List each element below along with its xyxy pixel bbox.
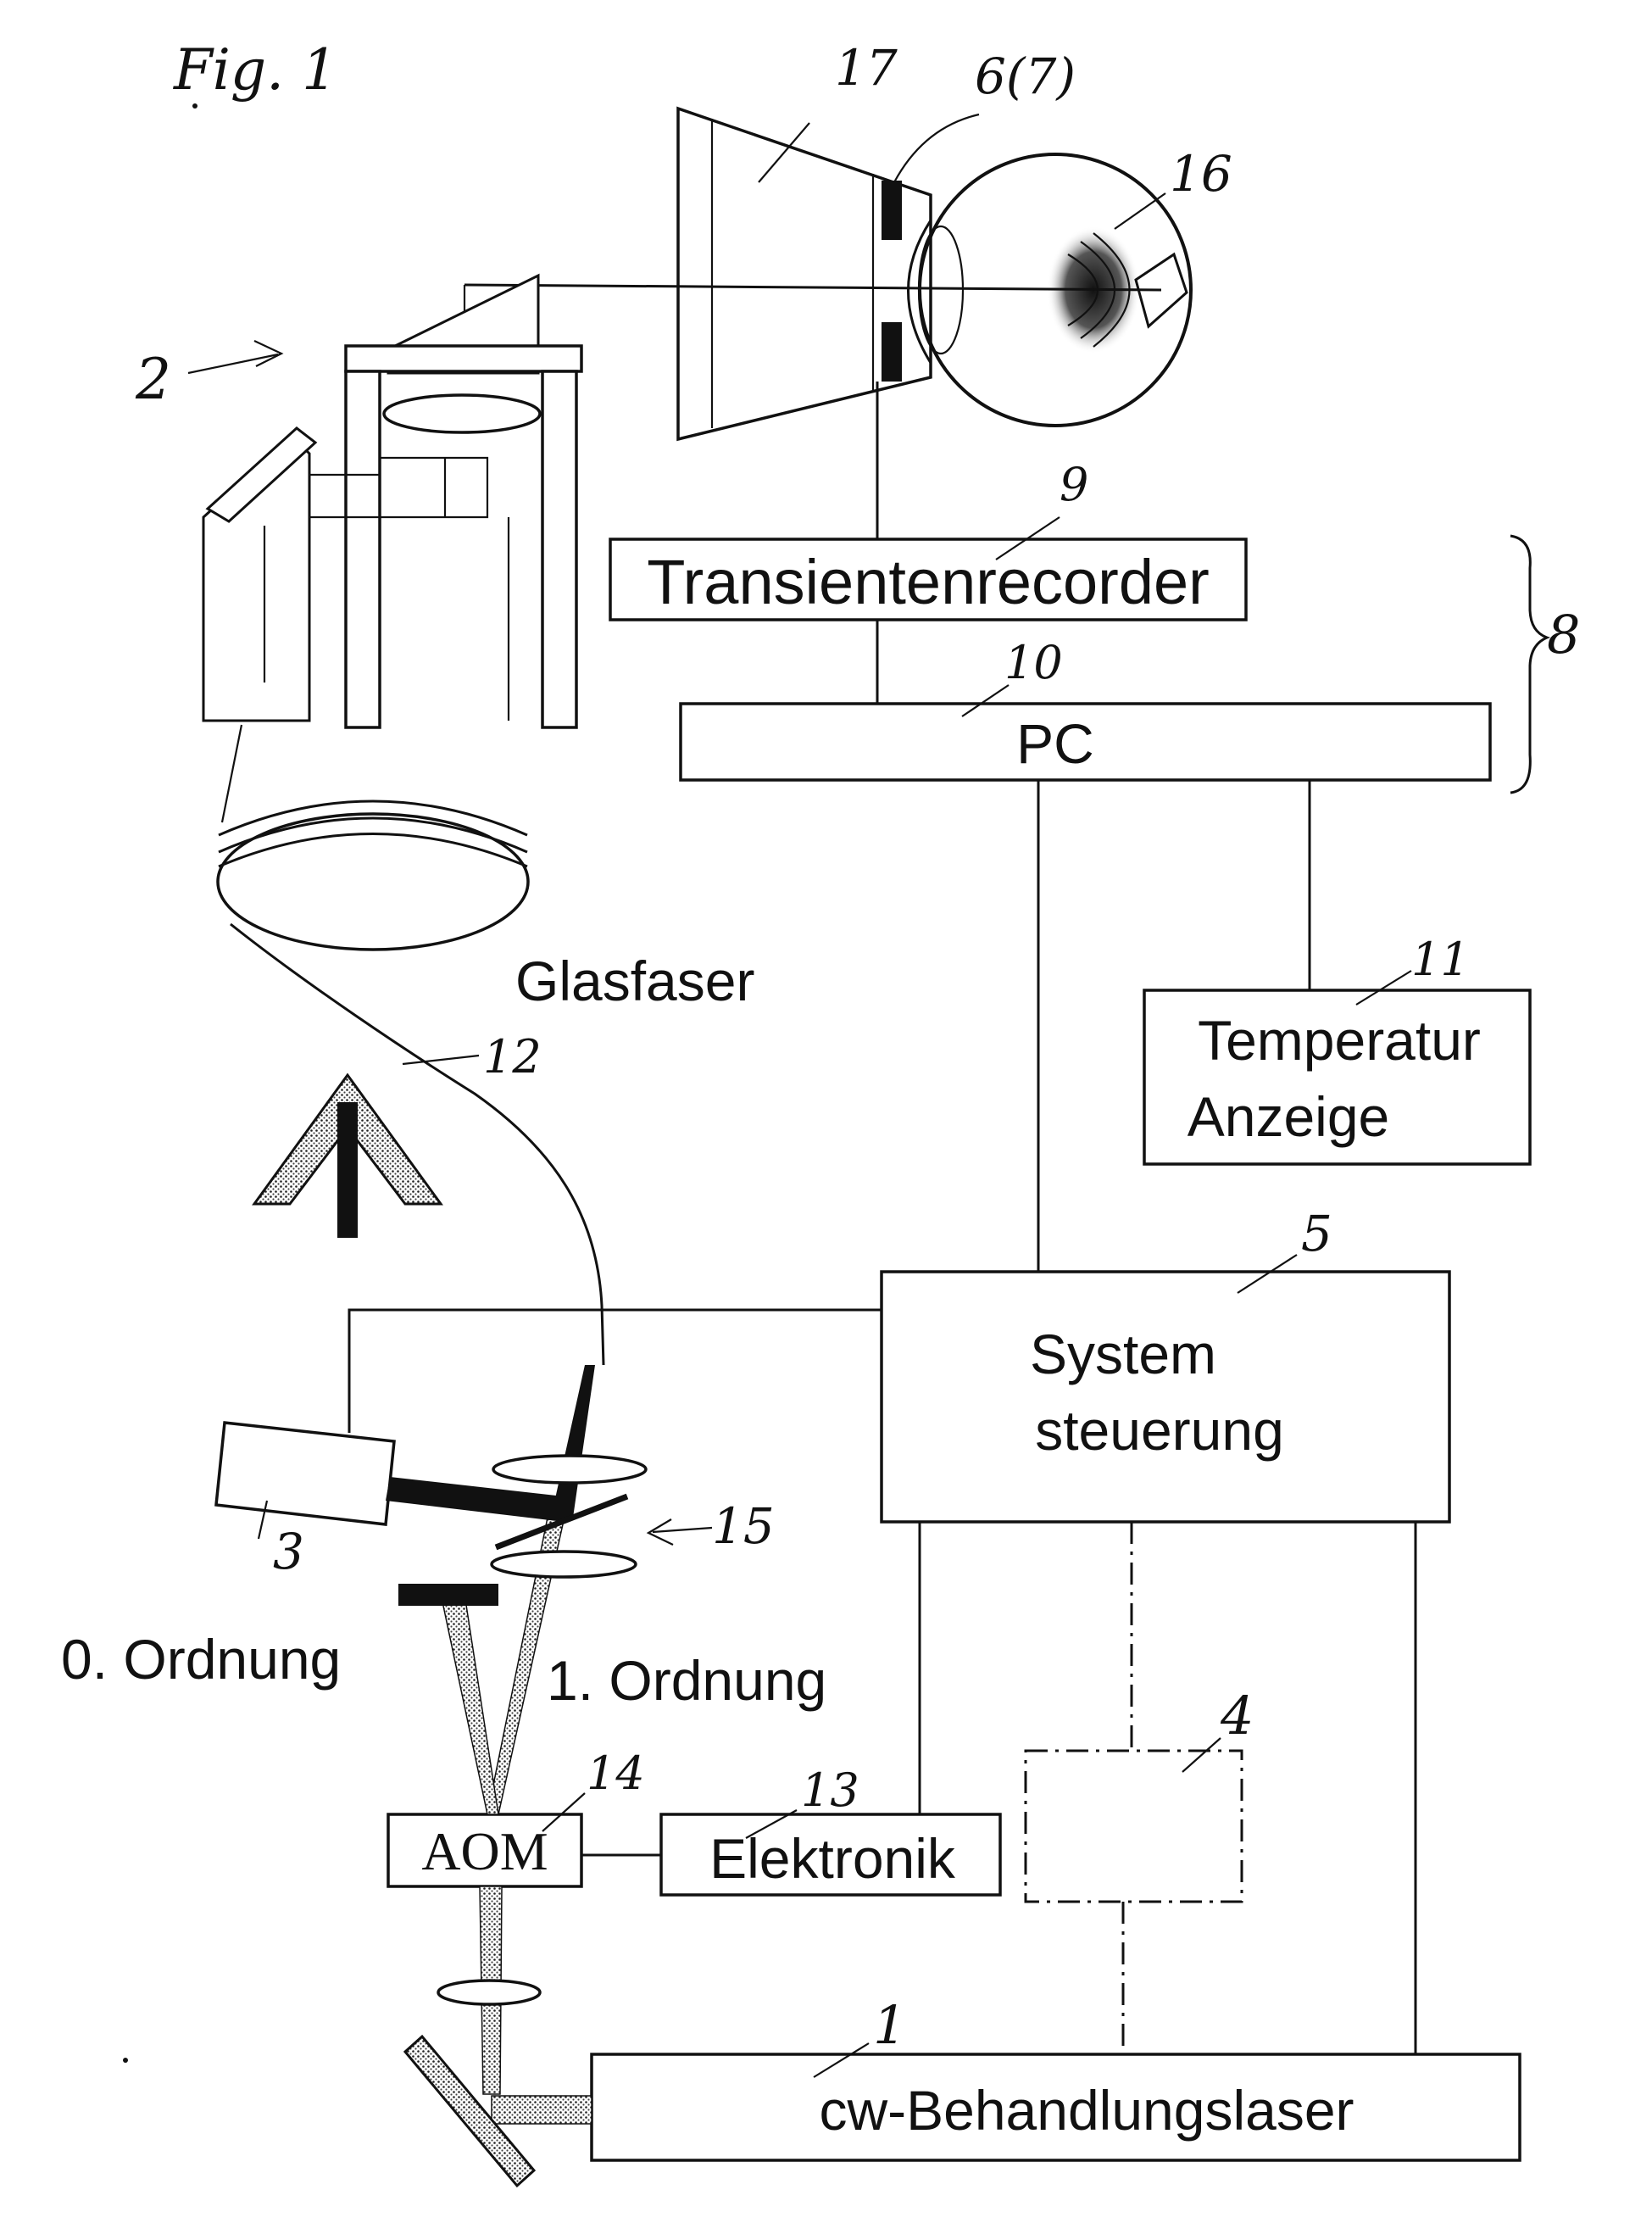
lens-upper: [493, 1456, 646, 1483]
ref-10: 10: [1004, 636, 1063, 689]
ref-13: 13: [801, 1763, 859, 1817]
ref-5: 5: [1301, 1205, 1332, 1262]
transientenrecorder-label: Transientenrecorder: [647, 547, 1210, 617]
ref-16: 16: [1170, 145, 1232, 203]
bracket-8: [1510, 536, 1547, 793]
beam-laser-horizontal: [492, 2096, 592, 2124]
ref-8: 8: [1547, 604, 1580, 666]
transducer-top: [882, 181, 902, 240]
system-label-line1: System: [1030, 1323, 1216, 1385]
glasfaser-label: Glasfaser: [515, 950, 754, 1012]
beam-zero-order: [441, 1594, 498, 1814]
temperatur-label-line2: Anzeige: [1188, 1085, 1390, 1148]
ref-15: 15: [712, 1497, 775, 1555]
lens-lower: [492, 1552, 636, 1577]
glass-fiber-coil: [218, 725, 528, 950]
null-ordnung-label: 0. Ordnung: [61, 1628, 341, 1691]
scan-speck: [192, 103, 197, 109]
figure-title: Fig. 1: [173, 37, 337, 103]
systemsteuerung-box: [882, 1272, 1449, 1522]
ref-1: 1: [873, 1994, 906, 2056]
zero-order-blocker: [398, 1584, 498, 1606]
ref-11: 11: [1411, 933, 1470, 986]
elektronik-label: Elektronik: [709, 1827, 956, 1890]
ref-12: 12: [483, 1030, 542, 1084]
eins-ordnung-label: 1. Ordnung: [547, 1649, 826, 1712]
ref-3: 3: [273, 1523, 304, 1580]
ref-17: 17: [835, 39, 898, 97]
contact-glass: [678, 109, 931, 439]
system-label-line2: steuerung: [1035, 1399, 1284, 1462]
laser-label: cw-Behandlungslaser: [819, 2079, 1354, 2142]
ref-9: 9: [1060, 458, 1088, 511]
temperatur-label-line1: Temperatur: [1198, 1009, 1481, 1072]
ref-14: 14: [587, 1747, 645, 1800]
transducer-bottom: [882, 322, 902, 382]
pc-label: PC: [1016, 712, 1094, 775]
aom-label: AOM: [421, 1821, 548, 1881]
optional-unit-4: [1026, 1751, 1242, 1902]
scan-speck: [123, 2058, 128, 2063]
ref-6: 6(7): [975, 47, 1076, 105]
ref-2: 2: [135, 347, 171, 412]
detector-3: [216, 1423, 394, 1524]
beam-to-detector: [386, 1477, 564, 1522]
beam-to-fiber: [551, 1365, 595, 1518]
up-arrow: [254, 1075, 441, 1238]
ref-4: 4: [1220, 1685, 1254, 1747]
lens-laser: [438, 1981, 540, 2004]
